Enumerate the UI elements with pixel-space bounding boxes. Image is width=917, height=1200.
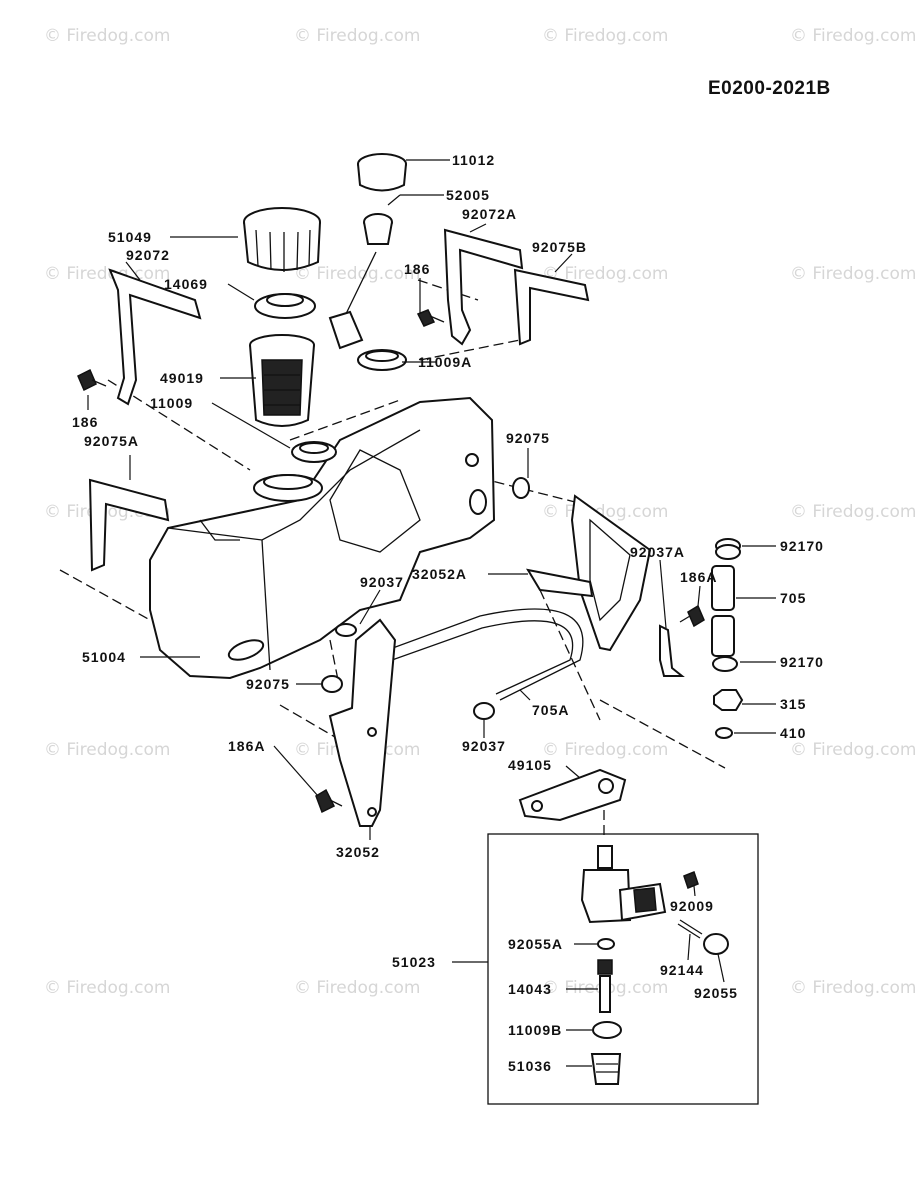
label-186-top: 186 (404, 261, 430, 277)
screw-92009 (683, 871, 699, 889)
label-186-left: 186 (72, 414, 98, 430)
label-92055A: 92055A (508, 936, 563, 952)
diagram-code: E0200-2021B (708, 78, 831, 99)
label-92075-left: 92075 (246, 676, 290, 692)
watermark: © Firedog.com (44, 26, 171, 46)
rubber-pad-92075A (88, 478, 170, 572)
watermark: © Firedog.com (790, 26, 917, 46)
label-11009A: 11009A (418, 354, 472, 370)
mounting-plate (570, 494, 652, 652)
washer-92055 (703, 933, 729, 955)
label-51004: 51004 (82, 649, 126, 665)
tank-bracket-92072 (108, 268, 202, 406)
watermark: © Firedog.com (790, 740, 917, 760)
watermark: © Firedog.com (294, 978, 421, 998)
bracket-92037A (659, 624, 685, 677)
bracket-32052A (525, 568, 594, 598)
label-11012: 11012 (452, 152, 495, 168)
rubber-pad-92075B (513, 268, 590, 346)
fuel-hose-705 (711, 565, 735, 657)
gasket-14069 (254, 293, 316, 319)
hose-clamp-92037-top (335, 623, 357, 637)
label-11009: 11009 (150, 395, 193, 411)
label-92170-bottom: 92170 (780, 654, 824, 670)
label-49105: 49105 (508, 757, 552, 773)
grommet-92075-right (512, 477, 530, 499)
label-49019: 49019 (160, 370, 204, 386)
label-92009: 92009 (670, 898, 714, 914)
gasket-11009A (357, 349, 407, 371)
fuel-hose-705A (359, 608, 584, 701)
hose-clamp-92170-top (715, 538, 741, 560)
grommet-92075-left (321, 675, 343, 693)
label-186A-right: 186A (680, 569, 717, 585)
breather-cap-11012 (357, 153, 407, 192)
bracket-32052 (328, 618, 397, 827)
washer-410 (715, 727, 733, 739)
label-92055: 92055 (694, 985, 738, 1001)
spring-92144 (677, 919, 703, 939)
nut-315 (713, 689, 744, 711)
fuel-cock-assembly-51023 (487, 833, 759, 1105)
gasket-11009 (253, 441, 337, 502)
label-410: 410 (780, 725, 806, 741)
bolt-186A-right (679, 604, 705, 628)
label-92144: 92144 (660, 962, 704, 978)
label-315: 315 (780, 696, 806, 712)
label-51036: 51036 (508, 1058, 552, 1074)
watermark: © Firedog.com (542, 26, 669, 46)
label-92075A: 92075A (84, 433, 139, 449)
label-92072A: 92072A (462, 206, 517, 222)
bolt-186-left (77, 368, 107, 392)
watermark: © Firedog.com (294, 26, 421, 46)
bolt-186A-left (315, 788, 343, 814)
fuel-tank (149, 396, 496, 680)
watermark: © Firedog.com (44, 740, 171, 760)
tank-cap-51049 (243, 207, 321, 272)
label-51023: 51023 (392, 954, 436, 970)
label-92037-top: 92037 (360, 574, 404, 590)
label-705A: 705A (532, 702, 569, 718)
breather-valve-52005 (328, 213, 393, 350)
watermark: © Firedog.com (294, 264, 421, 284)
watermark: © Firedog.com (790, 502, 917, 522)
hose-clamp-92037-bottom (473, 702, 495, 720)
label-52005: 52005 (446, 187, 490, 203)
watermark: © Firedog.com (542, 740, 669, 760)
label-92037-bottom: 92037 (462, 738, 506, 754)
label-92075-right: 92075 (506, 430, 550, 446)
leader-lines (87, 159, 776, 1067)
label-92075B: 92075B (532, 239, 587, 255)
bolt-186-top (416, 309, 445, 327)
label-92072: 92072 (126, 247, 170, 263)
label-11009B: 11009B (508, 1022, 562, 1038)
label-51049: 51049 (108, 229, 152, 245)
plate-49105 (518, 768, 627, 822)
watermark: © Firedog.com (790, 264, 917, 284)
label-705: 705 (780, 590, 806, 606)
part-labels: 11012 52005 92072A 51049 92072 92075B 18… (72, 152, 824, 1074)
hose-clamp-92170-bottom (712, 656, 738, 672)
label-14043: 14043 (508, 981, 552, 997)
label-32052: 32052 (336, 844, 380, 860)
watermark: © Firedog.com (790, 978, 917, 998)
label-92037A: 92037A (630, 544, 685, 560)
label-92170-top: 92170 (780, 538, 824, 554)
label-32052A: 32052A (412, 566, 467, 582)
watermark: © Firedog.com (542, 264, 669, 284)
watermark: © Firedog.com (44, 978, 171, 998)
tank-bracket-92072A (443, 228, 524, 346)
label-186A-left: 186A (228, 738, 265, 754)
label-14069: 14069 (164, 276, 208, 292)
fuel-strainer-49019 (249, 334, 315, 427)
